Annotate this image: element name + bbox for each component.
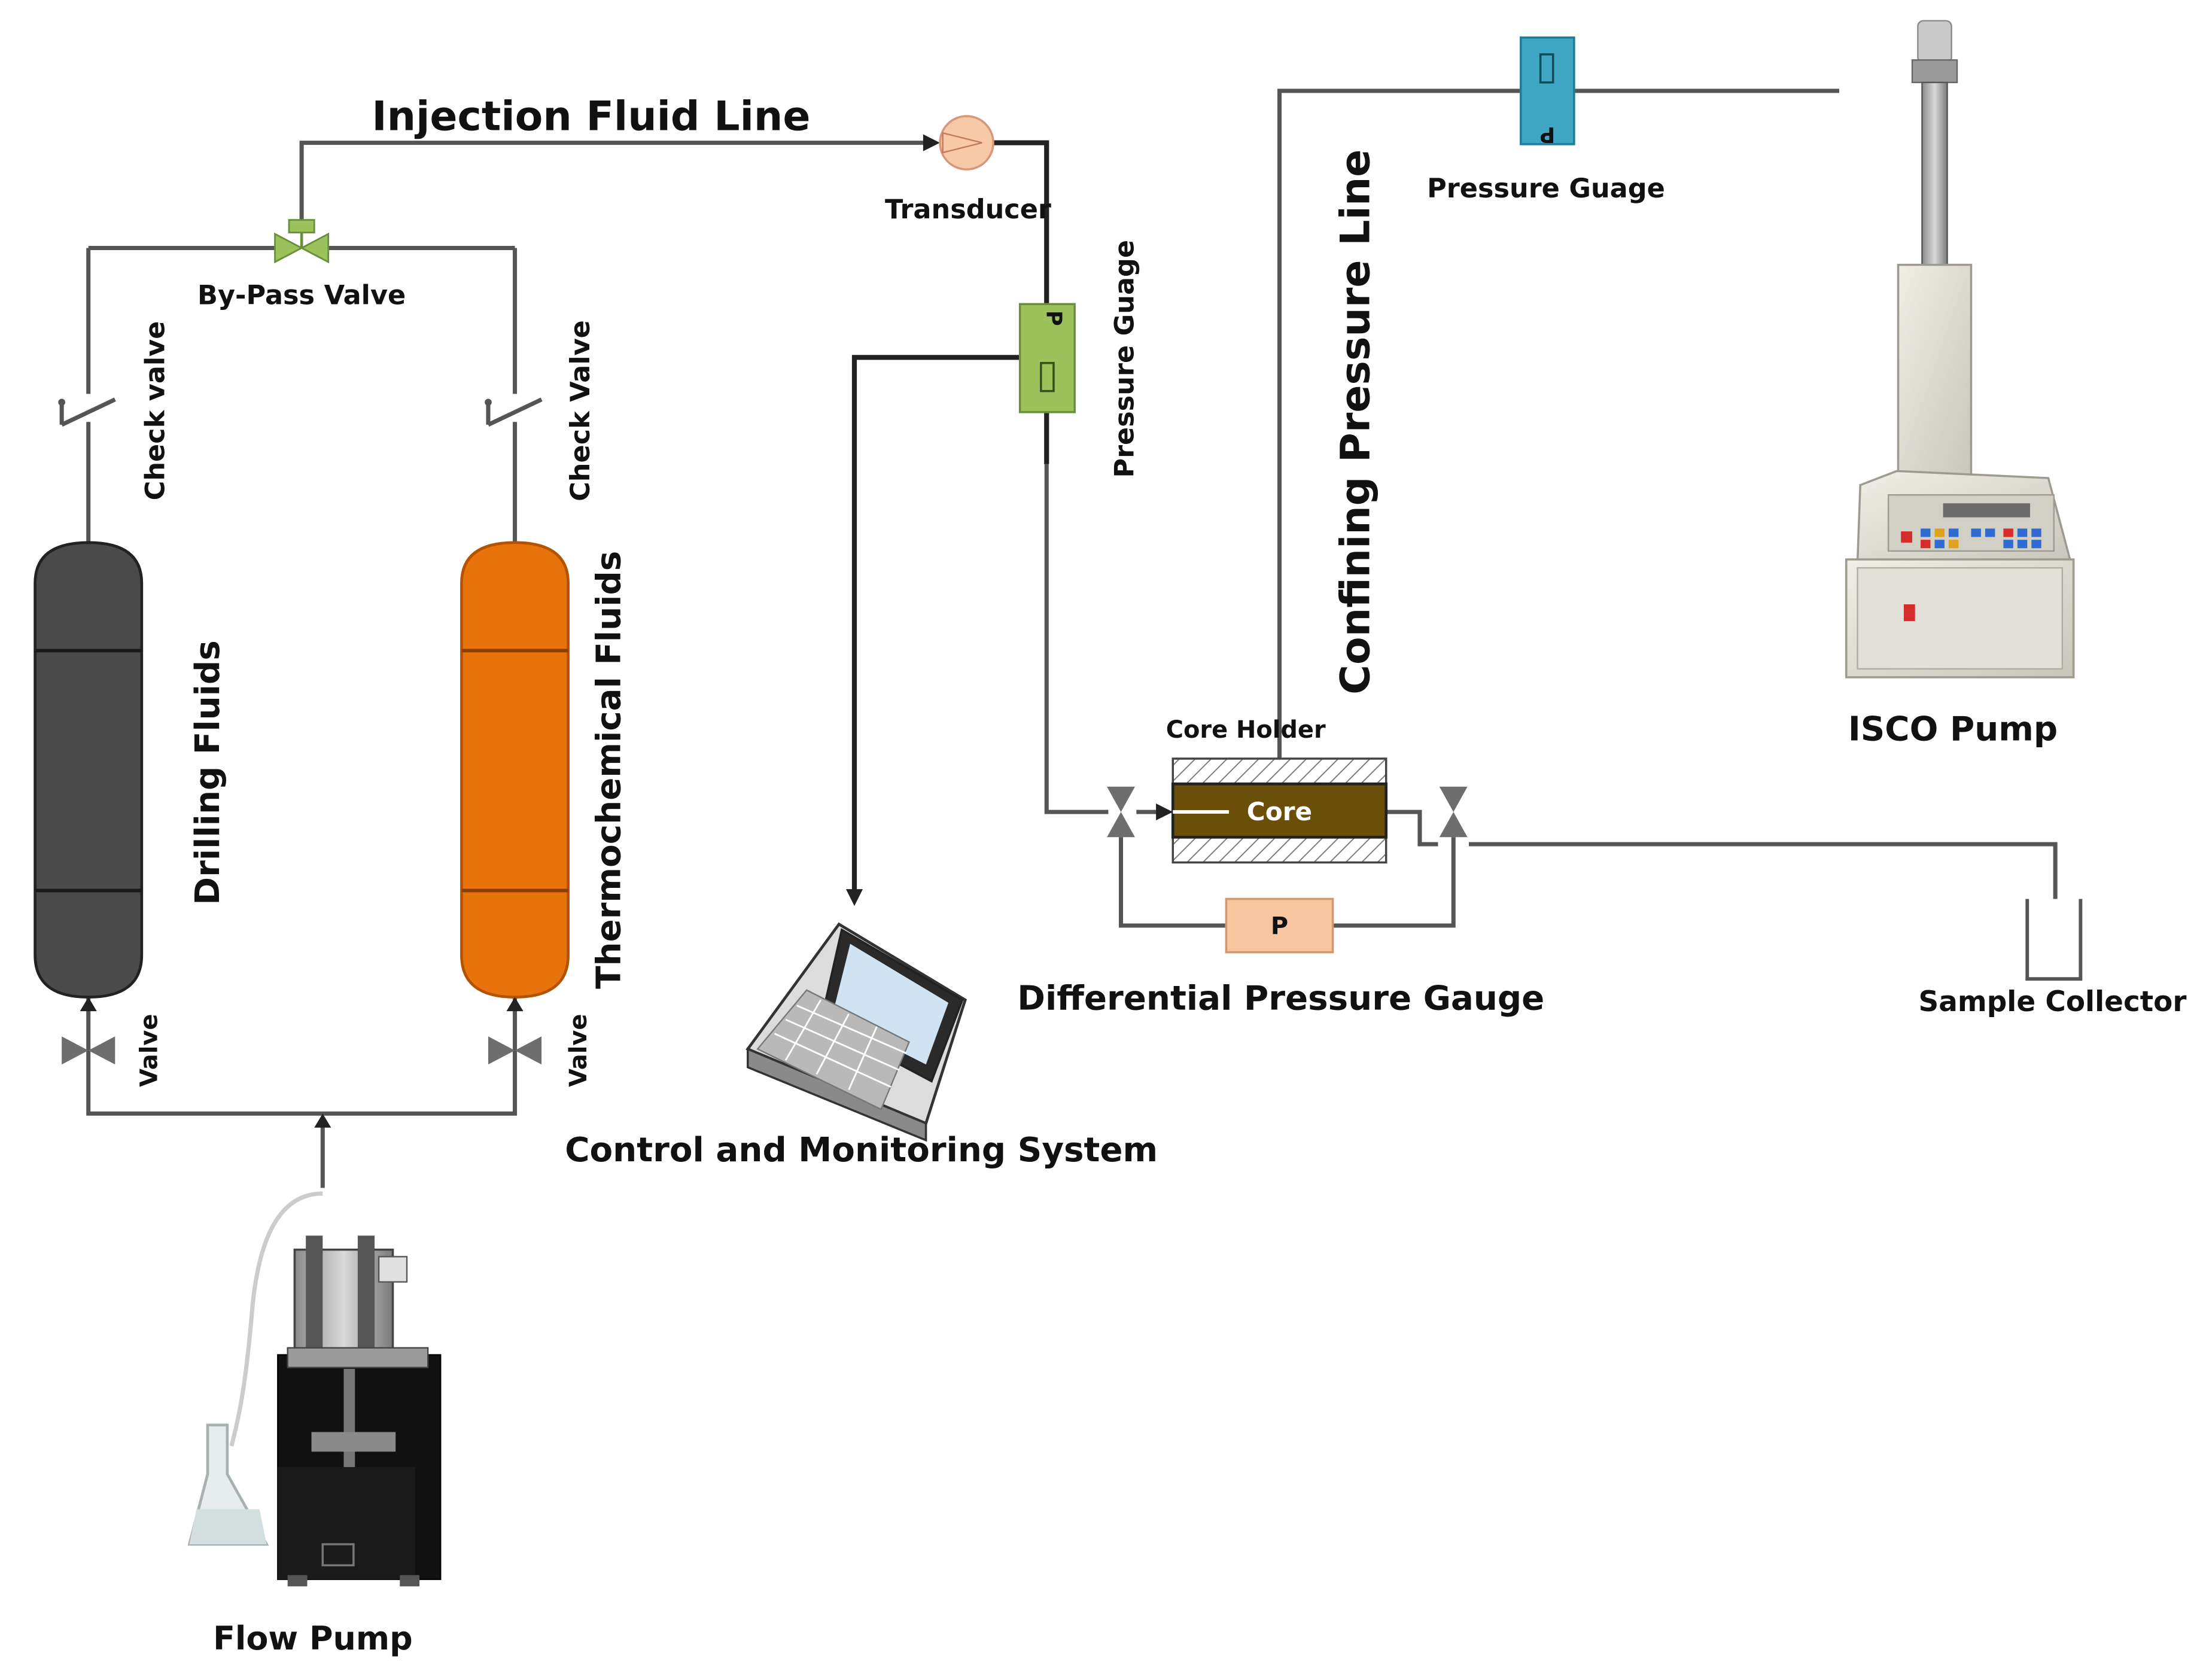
flow-pump-icon: [187, 1191, 442, 1587]
drilling-fluid-tank: [34, 541, 144, 999]
core-holder: Core: [1171, 757, 1388, 864]
sample-line: [1469, 842, 2058, 899]
bypass-valve-icon: [274, 219, 330, 264]
signal-arrow: [845, 889, 863, 906]
valve-left-label: Valve: [136, 1014, 163, 1087]
check-valve-right-label: Check Valve: [565, 320, 596, 501]
thermochemical-fluid-tank: [460, 541, 570, 999]
thermo-tank-body: [460, 541, 570, 999]
signal-line: [851, 355, 1020, 892]
valve-left-icon: [62, 1036, 115, 1065]
isco-pump-label: ISCO Pump: [1848, 710, 2058, 749]
confining-line-label: Confining Pressure Line: [1332, 150, 1380, 695]
thermochemical-fluids-label: Thermochemical Fluids: [589, 551, 628, 989]
injection-arrow: [923, 134, 941, 151]
valve-right-icon: [488, 1036, 542, 1065]
flow-pump-label: Flow Pump: [213, 1620, 413, 1657]
check-valve-left-icon: [58, 394, 116, 427]
pressure-gauge-confining-label: Pressure Guage: [1427, 173, 1665, 204]
core-inlet-line: [1044, 464, 1109, 814]
gauge-injection-symbol: P: [1041, 311, 1066, 326]
pressure-gauge-confining-icon: P: [1520, 36, 1575, 147]
transducer-label: Transducer: [885, 194, 1051, 225]
injection-line-label: Injection Fluid Line: [372, 93, 810, 141]
sample-collector-label: Sample Collector: [1918, 985, 2186, 1018]
pressure-gauge-injection-label: Pressure Guage: [1109, 240, 1140, 478]
core-inlet-valve-icon: [1107, 786, 1135, 838]
differential-gauge-label: Differential Pressure Gauge: [1017, 979, 1544, 1018]
differential-pressure-gauge-icon: P: [1225, 897, 1334, 954]
confining-line-left: [1277, 89, 1521, 759]
piping: [86, 89, 2058, 1188]
check-valve-left-label: Check valve: [139, 321, 171, 501]
core-outlet-valve-icon: [1439, 786, 1468, 838]
drilling-fluids-label: Drilling Fluids: [188, 640, 227, 905]
drilling-tank-body: [34, 541, 144, 999]
core-holder-label: Core Holder: [1166, 716, 1326, 744]
gauge-confining-symbol: P: [1539, 122, 1555, 147]
laptop-icon: [745, 922, 967, 1142]
diff-loop-right: [1332, 837, 1456, 928]
transducer-outlet-line: [993, 140, 1049, 305]
core-outlet-line: [1386, 809, 1438, 847]
thermo-inlet-arrow: [506, 997, 524, 1012]
core-inlet-arrow: [1156, 804, 1173, 821]
injection-fluid-line: [299, 141, 929, 226]
isco-keypad: [1901, 528, 2041, 549]
drilling-inlet-arrow: [80, 997, 97, 1012]
bypass-valve-label: By-Pass Valve: [197, 279, 406, 311]
check-valve-right-icon: [485, 394, 543, 427]
diff-gauge-symbol: P: [1271, 912, 1288, 940]
core-label: Core: [1247, 797, 1312, 826]
sample-collector-icon: [2025, 899, 2083, 981]
diff-loop-left: [1118, 837, 1227, 928]
isco-pump-icon: [1845, 20, 2075, 678]
pump-manifold-line: [86, 997, 518, 1116]
control-system-label: Control and Monitoring System: [565, 1131, 1158, 1170]
pump-feed-arrow: [314, 1113, 331, 1128]
pressure-gauge-injection-icon: P: [1018, 303, 1076, 413]
valve-right-label: Valve: [565, 1014, 592, 1087]
transducer-icon: [939, 115, 994, 171]
